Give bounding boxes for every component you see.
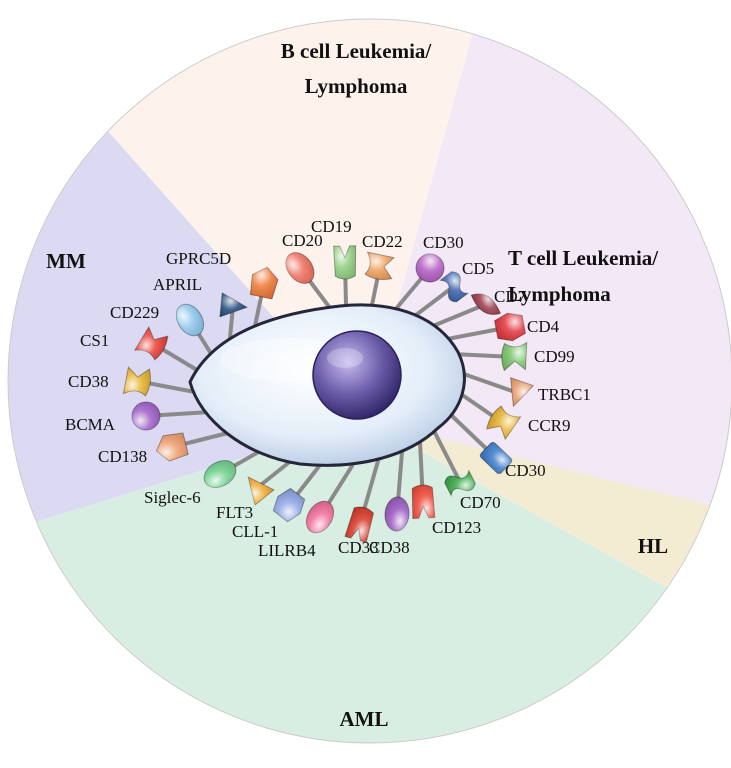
receptor-cd99-7 (501, 341, 528, 372)
receptor-lilrb4-15 (305, 500, 335, 534)
receptor-ccr9-9 (486, 405, 522, 441)
label-lilrb4-15: LILRB4 (258, 541, 316, 560)
receptor-cd5-4 (439, 271, 470, 303)
sector-titles: B cell Leukemia/ Lymphoma T cell Leukemi… (46, 39, 668, 731)
receptor-cd123-12 (411, 484, 436, 520)
title-aml: AML (340, 707, 389, 731)
label-april-24: APRIL (153, 275, 202, 294)
label-cd5-4: CD5 (462, 259, 494, 278)
nucleus (312, 330, 402, 420)
stalk-cd70-11 (432, 429, 462, 484)
label-cd19-1: CD19 (311, 217, 352, 236)
receptor-cd33-14 (344, 506, 375, 544)
nucleus-highlight (327, 348, 363, 368)
label-cd30-3: CD30 (423, 233, 464, 252)
title-b-cell-line2: Lymphoma (305, 74, 408, 98)
label-cd33-14: CD33 (338, 538, 379, 557)
outer-circle (7, 18, 731, 744)
title-b-cell-line1: B cell Leukemia/ (281, 39, 433, 63)
receptor-cd38-13 (384, 496, 410, 532)
label-ccr9-9: CCR9 (528, 416, 571, 435)
receptor-siglec-6-18 (203, 460, 237, 488)
label-cd99-7: CD99 (534, 347, 575, 366)
receptor-cd19-1 (333, 245, 357, 280)
receptor-cd70-11 (444, 469, 476, 498)
title-t-cell-line2: Lymphoma (508, 282, 611, 306)
receptor-cd38-21 (122, 366, 151, 397)
label-flt3-17: FLT3 (216, 503, 253, 522)
receptor-cd22-2 (364, 251, 396, 280)
title-t-cell-line1: T cell Leukemia/ (508, 246, 659, 270)
receptor-cd7-5 (470, 293, 502, 315)
label-cd38-21: CD38 (68, 372, 109, 391)
label-cd20-0: CD20 (282, 231, 323, 250)
receptor-cd138-19 (155, 432, 189, 462)
stalk-trbc1-8 (456, 370, 520, 395)
receptor-cd20-0 (285, 252, 315, 284)
receptor-trbc1-8 (510, 376, 535, 408)
label-siglec-6-18: Siglec-6 (144, 488, 201, 507)
label-cd22-2: CD22 (362, 232, 403, 251)
stalk-cd5-4 (410, 285, 455, 320)
label-cd7-5: CD7 (494, 287, 527, 306)
receptor-april-24 (219, 292, 249, 318)
receptor-cs1-22 (133, 325, 169, 361)
stalk-cd7-5 (426, 303, 486, 330)
stalk-flt3-17 (255, 458, 294, 490)
label-cs1-22: CS1 (80, 331, 109, 350)
sector-aml (8, 420, 731, 743)
label-gprc5d-25: GPRC5D (166, 249, 231, 268)
title-hl: HL (638, 534, 668, 558)
label-cd30-10: CD30 (505, 461, 546, 480)
receptor-gprc5d-25 (249, 266, 279, 300)
label-cd4-6: CD4 (527, 317, 560, 336)
receptor-cd229-23 (175, 303, 205, 337)
label-cd38-13: CD38 (369, 538, 410, 557)
label-cll-1-16: CLL-1 (232, 522, 278, 541)
label-trbc1-8: TRBC1 (538, 385, 591, 404)
receptor-bcma-20 (131, 401, 161, 431)
receptor-cd4-6 (494, 312, 526, 342)
title-mm: MM (46, 249, 86, 273)
label-cd70-11: CD70 (460, 493, 501, 512)
label-cd229-23: CD229 (110, 303, 159, 322)
receptor-cd30-10 (479, 441, 513, 475)
receptor-flt3-17 (247, 476, 275, 506)
receptor-cll-1-16 (272, 487, 306, 523)
label-cd138-19: CD138 (98, 447, 147, 466)
receptor-cd30-3 (415, 253, 445, 283)
label-cd123-12: CD123 (432, 518, 481, 537)
label-bcma-20: BCMA (65, 415, 116, 434)
